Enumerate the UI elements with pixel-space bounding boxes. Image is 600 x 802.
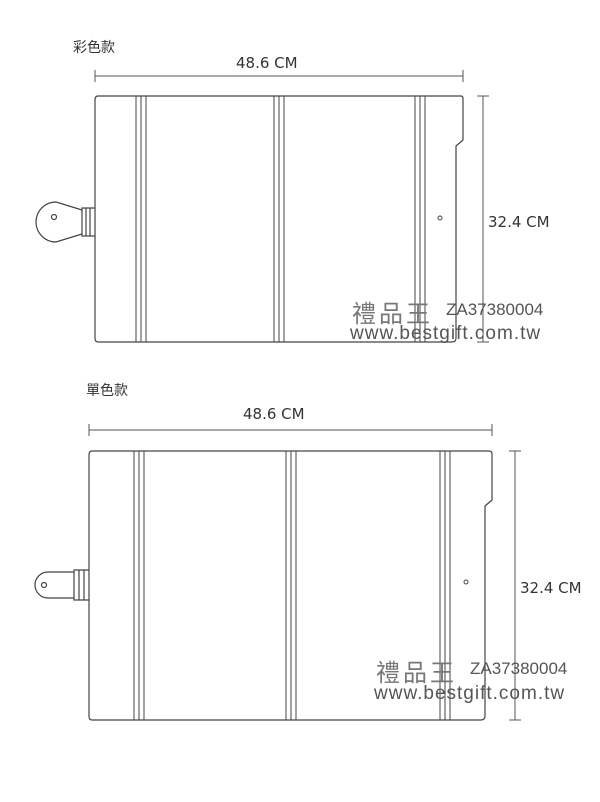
variant-1-height-label: 32.4 CM bbox=[488, 213, 550, 231]
variant-1-watermark-brand: 禮品王 bbox=[352, 300, 433, 328]
variant-2-folder-outline bbox=[88, 450, 493, 721]
variant-2-title: 單色款 bbox=[86, 383, 128, 399]
variant-2-width-label: 48.6 CM bbox=[243, 405, 305, 423]
variant-2-watermark-url: www.bestgift.com.tw bbox=[374, 683, 566, 704]
variant-2-height-dimension bbox=[509, 450, 521, 721]
variant-2-height-label: 32.4 CM bbox=[520, 579, 582, 597]
variant-2-watermark-code: ZA37380004 bbox=[470, 659, 568, 678]
variant-1-height-dimension bbox=[477, 95, 489, 343]
variant-2-watermark-brand: 禮品王 bbox=[376, 659, 457, 687]
variant-1-spine-lines bbox=[135, 96, 426, 342]
variant-1-width-label: 48.6 CM bbox=[236, 54, 298, 72]
variant-1-folder-outline bbox=[94, 95, 464, 343]
variant-1-width-dimension bbox=[94, 70, 464, 82]
variant-1-title: 彩色款 bbox=[73, 40, 115, 56]
variant-2-clasp bbox=[34, 569, 89, 601]
variant-2-spine-lines bbox=[133, 451, 451, 720]
variant-2-width-dimension bbox=[88, 424, 493, 436]
variant-2-hole-icon bbox=[463, 579, 469, 585]
variant-1-watermark-code: ZA37380004 bbox=[446, 300, 544, 319]
variant-1-clasp bbox=[35, 201, 95, 243]
variant-1-watermark-url: www.bestgift.com.tw bbox=[350, 323, 542, 344]
variant-1-hole-icon bbox=[437, 215, 443, 221]
